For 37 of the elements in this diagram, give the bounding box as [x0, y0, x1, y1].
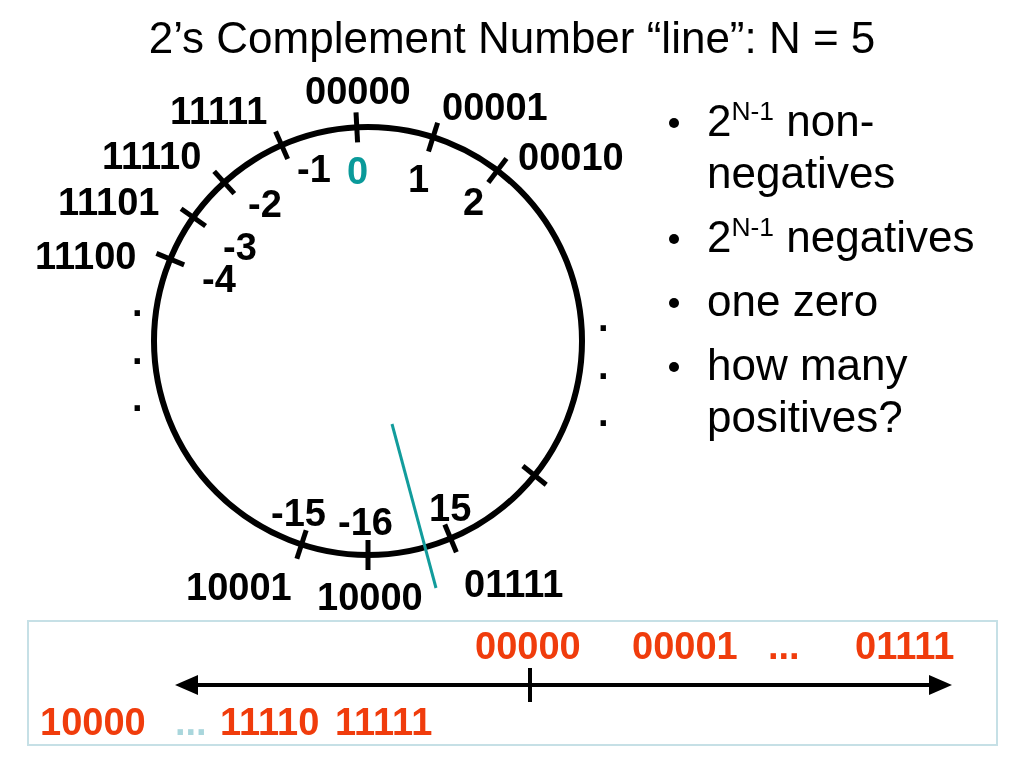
- ellipsis-dot: .: [132, 378, 143, 417]
- bit-pattern: 11100: [35, 237, 137, 275]
- bit-pattern: 00001: [632, 627, 738, 665]
- decimal-value: 1: [408, 160, 430, 198]
- ellipsis: ...: [175, 703, 207, 741]
- bit-pattern: 10000: [40, 703, 146, 741]
- decimal-value: 0: [347, 152, 369, 190]
- ellipsis-dot: .: [132, 331, 143, 370]
- decimal-value: -16: [338, 503, 393, 541]
- bit-pattern: 01111: [464, 565, 564, 603]
- ellipsis: ...: [768, 627, 800, 665]
- decimal-value: -15: [271, 494, 326, 532]
- decimal-value: 15: [429, 489, 472, 527]
- ellipsis-dot: .: [598, 346, 609, 385]
- bit-pattern: 10000: [317, 578, 423, 616]
- bit-pattern: 11101: [58, 183, 160, 221]
- bit-pattern: 00001: [442, 88, 548, 126]
- bit-pattern: 00000: [475, 627, 581, 665]
- bit-pattern: 11111: [170, 92, 268, 130]
- bit-pattern: 11110: [220, 703, 320, 741]
- decimal-value: 2: [463, 183, 485, 221]
- bit-pattern: 11110: [102, 137, 202, 175]
- number-line-panel: [27, 620, 998, 746]
- ellipsis-dot: .: [132, 283, 143, 322]
- bit-pattern: 00000: [305, 72, 411, 110]
- bullet-point: 2$^{N-1}$ negatives: [662, 211, 1002, 263]
- decimal-value: -1: [297, 150, 331, 188]
- bullet-point: how many positives?: [662, 339, 1002, 443]
- bullet-point: one zero: [662, 275, 1002, 327]
- title: 2’s Complement Number “line”: N = 5: [147, 16, 877, 60]
- bit-pattern: 00010: [518, 138, 624, 176]
- ellipsis-dot: .: [598, 393, 609, 432]
- bit-pattern: 10001: [186, 568, 292, 606]
- bit-pattern: 01111: [855, 627, 955, 665]
- bit-pattern: 11111: [335, 703, 433, 741]
- ellipsis-dot: .: [598, 298, 609, 337]
- decimal-value: -2: [248, 185, 282, 223]
